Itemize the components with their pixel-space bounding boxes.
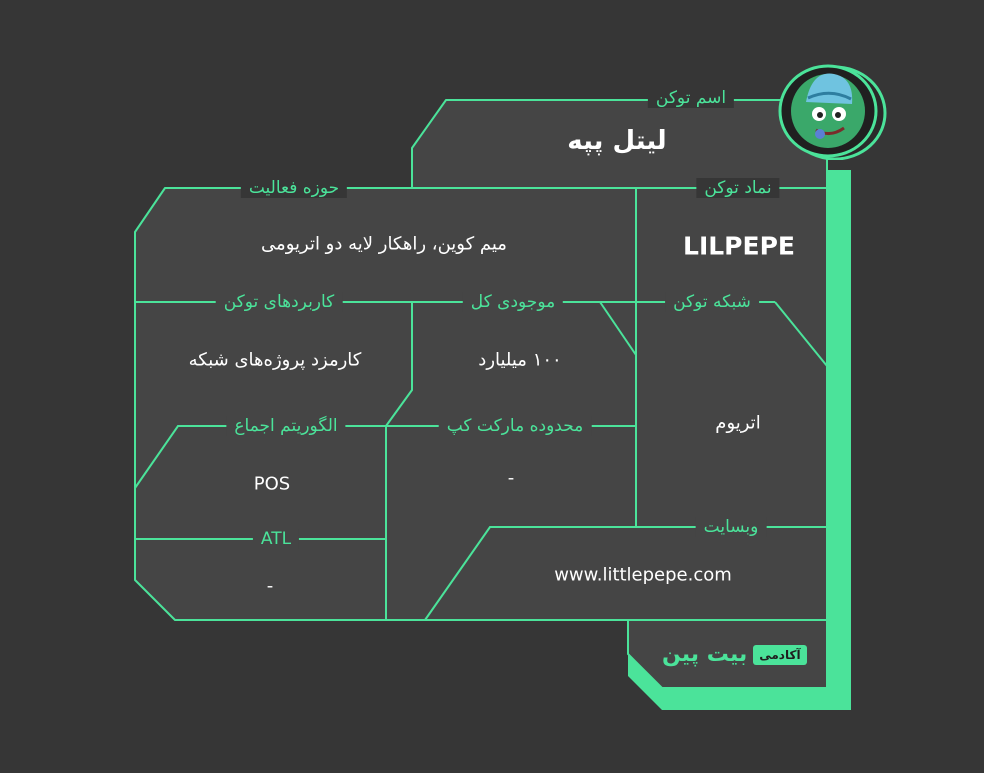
label-consensus: الگوریتم اجماع	[226, 416, 346, 436]
value-atl: -	[266, 575, 274, 597]
card-panel	[134, 99, 828, 621]
label-atl: ATL	[252, 529, 300, 549]
label-field: حوزه فعالیت	[240, 178, 348, 198]
brand-name: بیت پین	[662, 642, 748, 667]
value-field: میم کوین، راهکار لایه دو اتریومی	[261, 233, 507, 255]
label-website: وبسایت	[695, 517, 767, 537]
value-network: اتریوم	[715, 412, 761, 434]
value-token-name: لیتل پپه	[567, 126, 667, 156]
value-total-supply: ۱۰۰ میلیارد	[478, 349, 562, 371]
brand-logo: آکادمی بیت پین	[662, 642, 807, 667]
value-consensus: POS	[253, 473, 291, 495]
value-token-symbol: LILPEPE	[683, 231, 795, 261]
pepe-logo-icon	[778, 64, 887, 160]
label-token-name: اسم توکن	[647, 88, 735, 108]
value-market-cap-range: -	[507, 467, 515, 489]
label-token-symbol: نماد توکن	[696, 178, 780, 198]
brand-badge: آکادمی	[753, 644, 807, 665]
label-market-cap-range: محدوده مارکت کپ	[438, 416, 592, 436]
footer-panel	[627, 619, 828, 689]
label-use-cases: کاربردهای توکن	[215, 292, 343, 312]
label-total-supply: موجودی کل	[462, 292, 564, 312]
value-use-cases: کارمزد پروژه‌های شبکه	[188, 349, 362, 371]
label-network: شبکه توکن	[665, 292, 759, 312]
value-website: www.littlepepe.com	[554, 564, 732, 586]
